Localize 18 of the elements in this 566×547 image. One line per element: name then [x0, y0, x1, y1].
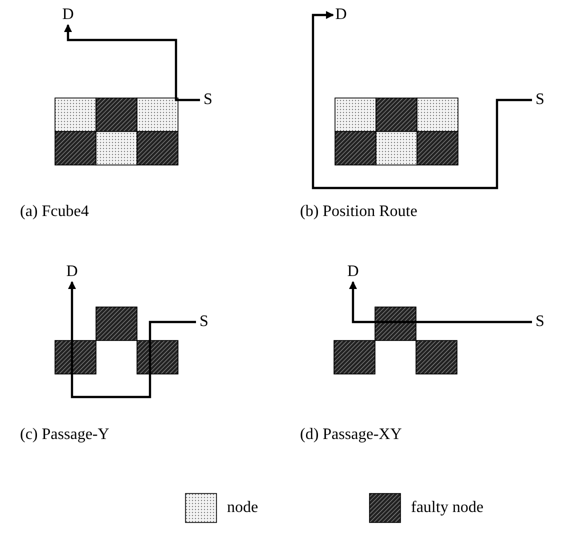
endpoint-label: S — [196, 312, 212, 332]
panel-caption: (c) Passage-Y — [20, 425, 110, 445]
route-arrow — [312, 11, 532, 190]
route-arrow — [349, 281, 532, 324]
route-arrow — [64, 24, 200, 102]
panel-caption: (a) Fcube4 — [20, 202, 89, 222]
panel-caption: (b) Position Route — [300, 202, 418, 222]
endpoint-label: D — [64, 262, 80, 282]
legend-label: faulty node — [411, 498, 484, 518]
endpoint-label: D — [333, 5, 349, 25]
endpoint-label: S — [200, 90, 216, 110]
endpoint-label: D — [60, 5, 76, 25]
legend-label: node — [227, 498, 258, 518]
route-arrow — [68, 281, 196, 398]
endpoint-label: S — [532, 312, 548, 332]
endpoint-label: D — [345, 262, 361, 282]
panel-caption: (d) Passage-XY — [300, 425, 402, 445]
endpoint-label: S — [532, 90, 548, 110]
